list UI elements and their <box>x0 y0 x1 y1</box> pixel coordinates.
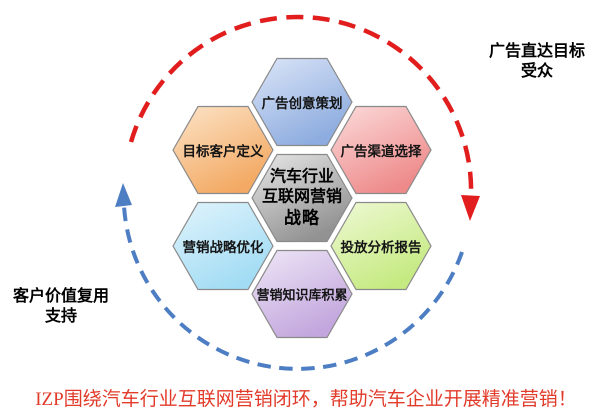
red-cycle-arc <box>128 14 474 197</box>
red-arrowhead-icon <box>461 195 480 221</box>
center-label-line1: 汽车行业 <box>269 168 335 186</box>
center-label-line2: 互联网营销 <box>261 188 343 206</box>
hexagon-sw <box>172 201 274 291</box>
center-label-line3: 战略 <box>283 208 320 228</box>
annotation-left: 客户价值复用 支持 <box>2 287 120 327</box>
hexagon-se <box>330 201 432 291</box>
blue-cycle-arc <box>122 205 464 371</box>
hexagon-label-center: 汽车行业 互联网营销 战略 <box>262 168 342 229</box>
hexagon-c <box>251 153 353 243</box>
hexagon-group <box>172 57 432 339</box>
hexagon-s <box>251 249 353 339</box>
annotation-left-line2: 支持 <box>44 308 77 325</box>
hexagon-label-delivery-analysis: 投放分析报告 <box>340 240 422 255</box>
blue-arrowhead-icon <box>115 183 132 207</box>
hexagon-ne <box>330 105 432 195</box>
hexagon-label-knowledge-base: 营销知识库积累 <box>256 287 348 303</box>
hexagon-label-ad-creative-planning: 广告创意策划 <box>261 96 343 111</box>
hexagon-n <box>251 57 353 147</box>
annotation-left-line1: 客户价值复用 <box>12 288 109 305</box>
annotation-top-right: 广告直达目标 受众 <box>477 42 597 82</box>
caption-text: IZP围绕汽车行业互联网营销闭环，帮助汽车企业开展精准营销！ <box>35 389 577 410</box>
hexagon-label-strategy-optimization: 营销战略优化 <box>182 240 264 255</box>
annotation-top-right-line2: 受众 <box>520 63 553 80</box>
hexagon-label-ad-channel-selection: 广告渠道选择 <box>340 144 422 159</box>
hexagon-nw <box>172 105 274 195</box>
hexagon-label-target-customer: 目标客户定义 <box>182 144 264 159</box>
annotation-top-right-line1: 广告直达目标 <box>488 43 585 60</box>
